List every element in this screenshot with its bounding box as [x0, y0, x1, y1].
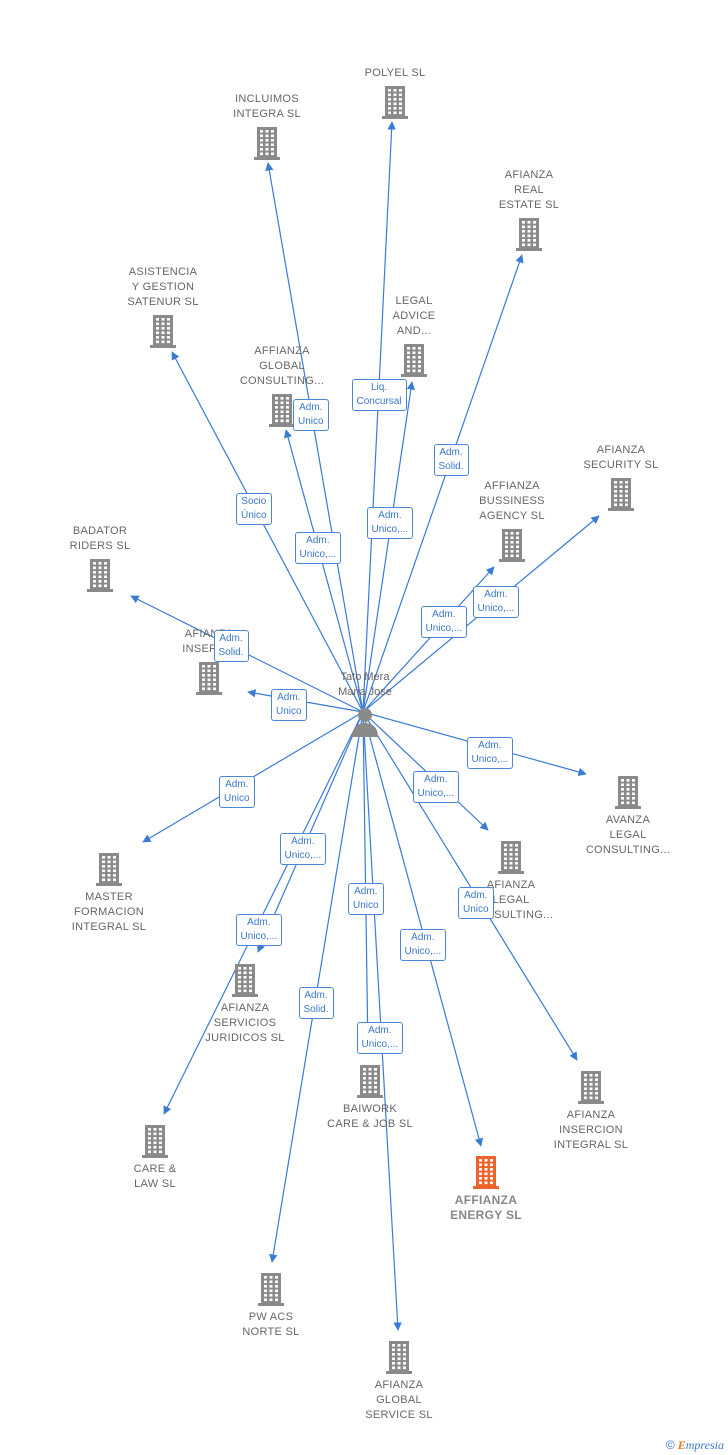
- edge-baiwork: [362, 711, 373, 1053]
- building-icon: [258, 1273, 284, 1306]
- company-name: MASTER FORMACION INTEGRAL SL: [71, 891, 147, 933]
- edge-label-badator: Adm. Solid.: [213, 630, 249, 662]
- company-node-affianza-bussiness[interactable]: AFFIANZA BUSSINESS AGENCY SL: [437, 479, 587, 562]
- building-icon: [232, 964, 258, 997]
- copyright-symbol: ©: [665, 1438, 675, 1452]
- edge-label-afianza-security: Adm. Unico,...: [472, 586, 520, 618]
- edge-label-afianza-legal-consulting: Adm. Unico,...: [412, 771, 460, 803]
- building-icon: [254, 127, 280, 160]
- building-icon: [142, 1125, 168, 1158]
- building-icon: [386, 1341, 412, 1374]
- edge-label-avanza-legal: Adm. Unico,...: [466, 737, 514, 769]
- edge-label-afianza-real-estate: Adm. Solid.: [433, 444, 469, 476]
- company-node-afianza-security[interactable]: AFIANZA SECURITY SL: [546, 443, 696, 511]
- person-name: Tato Mera Maria Jose: [338, 671, 392, 698]
- edge-label-polyel: Liq. Concursal: [351, 379, 407, 411]
- company-node-master-formacion[interactable]: MASTER FORMACION INTEGRAL SL: [34, 852, 184, 935]
- company-name: LEGAL ADVICE AND...: [392, 295, 436, 337]
- company-node-care-law[interactable]: CARE & LAW SL: [80, 1124, 230, 1192]
- building-icon: [357, 1065, 383, 1098]
- company-name: INCLUIMOS INTEGRA SL: [233, 93, 301, 120]
- building-icon: [87, 559, 113, 592]
- edge-label-afianza-insercion: Adm. Unico: [458, 887, 494, 919]
- building-icon: [150, 315, 176, 348]
- company-node-afianza-servicios[interactable]: AFIANZA SERVICIOS JURIDICOS SL: [170, 963, 320, 1046]
- edge-label-affianza-energy: Adm. Unico,...: [399, 929, 447, 961]
- company-name: AFFIANZA ENERGY SL: [450, 1193, 522, 1222]
- company-name: PW ACS NORTE SL: [242, 1311, 300, 1338]
- company-node-afianza-inserc[interactable]: AFIANZA INSERC...: [134, 627, 284, 695]
- company-name: AFIANZA REAL ESTATE SL: [498, 169, 560, 211]
- company-name: AVANZA LEGAL CONSULTING...: [585, 814, 671, 856]
- company-node-afianza-real-estate[interactable]: AFIANZA REAL ESTATE SL: [454, 168, 604, 251]
- building-icon: [269, 394, 295, 427]
- edge-label-affianza-global-consulting: Adm. Unico: [293, 399, 329, 431]
- company-name: BAIWORK CARE & JOB SL: [327, 1103, 413, 1130]
- company-name: AFFIANZA GLOBAL CONSULTING...: [239, 345, 325, 387]
- company-node-legal-advice[interactable]: LEGAL ADVICE AND...: [339, 294, 489, 377]
- center-person[interactable]: Tato Mera Maria Jose: [305, 670, 425, 738]
- company-node-affianza-energy[interactable]: AFFIANZA ENERGY SL: [411, 1155, 561, 1223]
- building-icon: [578, 1071, 604, 1104]
- company-node-incluimos[interactable]: INCLUIMOS INTEGRA SL: [192, 92, 342, 160]
- company-name: AFIANZA SECURITY SL: [583, 444, 659, 471]
- company-node-polyel[interactable]: POLYEL SL: [320, 66, 470, 119]
- company-node-affianza-global-consulting[interactable]: AFFIANZA GLOBAL CONSULTING...: [207, 344, 357, 427]
- edge-label-afianza-global-service: Adm. Unico,...: [356, 1022, 404, 1054]
- building-icon: [382, 86, 408, 119]
- edge-asistencia: [171, 351, 364, 713]
- edge-care-law: [163, 711, 364, 1115]
- edge-label-afianza-inserc: Adm. Unico: [271, 689, 307, 721]
- company-name: BADATOR RIDERS SL: [69, 525, 131, 552]
- edge-affianza-global-consulting: [283, 429, 364, 713]
- edge-afianza-global-service: [362, 711, 402, 1331]
- building-icon: [473, 1156, 499, 1189]
- building-icon: [498, 841, 524, 874]
- company-name: ASISTENCIA Y GESTION SATENUR SL: [127, 266, 199, 308]
- company-node-pw-acs[interactable]: PW ACS NORTE SL: [196, 1272, 346, 1340]
- company-node-badator[interactable]: BADATOR RIDERS SL: [25, 524, 175, 592]
- company-node-afianza-insercion[interactable]: AFIANZA INSERCION INTEGRAL SL: [516, 1070, 666, 1153]
- edge-label-care-law: Adm. Unico,...: [235, 914, 283, 946]
- edge-label-asistencia: Socio Único: [236, 493, 272, 525]
- building-icon: [615, 776, 641, 809]
- edge-label-baiwork: Adm. Unico: [348, 883, 384, 915]
- building-icon: [516, 218, 542, 251]
- edge-label-pw-acs: Adm. Solid.: [298, 987, 334, 1019]
- edge-legal-advice: [362, 381, 416, 713]
- edge-afianza-servicios: [257, 711, 364, 953]
- company-name: CARE & LAW SL: [133, 1163, 177, 1190]
- company-name: AFIANZA GLOBAL SERVICE SL: [365, 1379, 433, 1421]
- company-node-afianza-global-service[interactable]: AFIANZA GLOBAL SERVICE SL: [324, 1340, 474, 1423]
- company-node-baiwork[interactable]: BAIWORK CARE & JOB SL: [295, 1064, 445, 1132]
- company-name: AFIANZA INSERCION INTEGRAL SL: [553, 1109, 629, 1151]
- edge-label-afianza-servicios: Adm. Unico,...: [279, 833, 327, 865]
- company-name: POLYEL SL: [364, 67, 426, 79]
- edge-label-affianza-bussiness: Adm. Unico,...: [420, 606, 468, 638]
- edge-polyel: [362, 121, 396, 713]
- edge-label-legal-advice: Adm. Unico,...: [366, 507, 414, 539]
- edge-afianza-insercion: [362, 711, 578, 1061]
- brand-initial: E: [677, 1438, 686, 1452]
- building-icon: [401, 344, 427, 377]
- building-icon: [196, 662, 222, 695]
- building-icon: [96, 853, 122, 886]
- edge-label-master-formacion: Adm. Unico: [219, 776, 255, 808]
- edge-affianza-bussiness: [362, 566, 495, 713]
- building-icon: [499, 529, 525, 562]
- company-node-avanza-legal[interactable]: AVANZA LEGAL CONSULTING...: [553, 775, 703, 858]
- company-name: AFIANZA SERVICIOS JURIDICOS SL: [205, 1002, 285, 1044]
- company-name: AFIANZA INSERC...: [182, 628, 236, 655]
- edge-label-incluimos: Adm. Unico,...: [294, 532, 342, 564]
- company-node-asistencia[interactable]: ASISTENCIA Y GESTION SATENUR SL: [88, 265, 238, 348]
- person-icon: [352, 708, 378, 737]
- company-name: AFFIANZA BUSSINESS AGENCY SL: [479, 480, 545, 522]
- brand-name: mpresia: [685, 1438, 724, 1452]
- edge-afianza-real-estate: [362, 254, 524, 713]
- building-icon: [608, 478, 634, 511]
- footer-brand: © Empresia: [666, 1438, 724, 1453]
- edge-incluimos: [265, 162, 364, 713]
